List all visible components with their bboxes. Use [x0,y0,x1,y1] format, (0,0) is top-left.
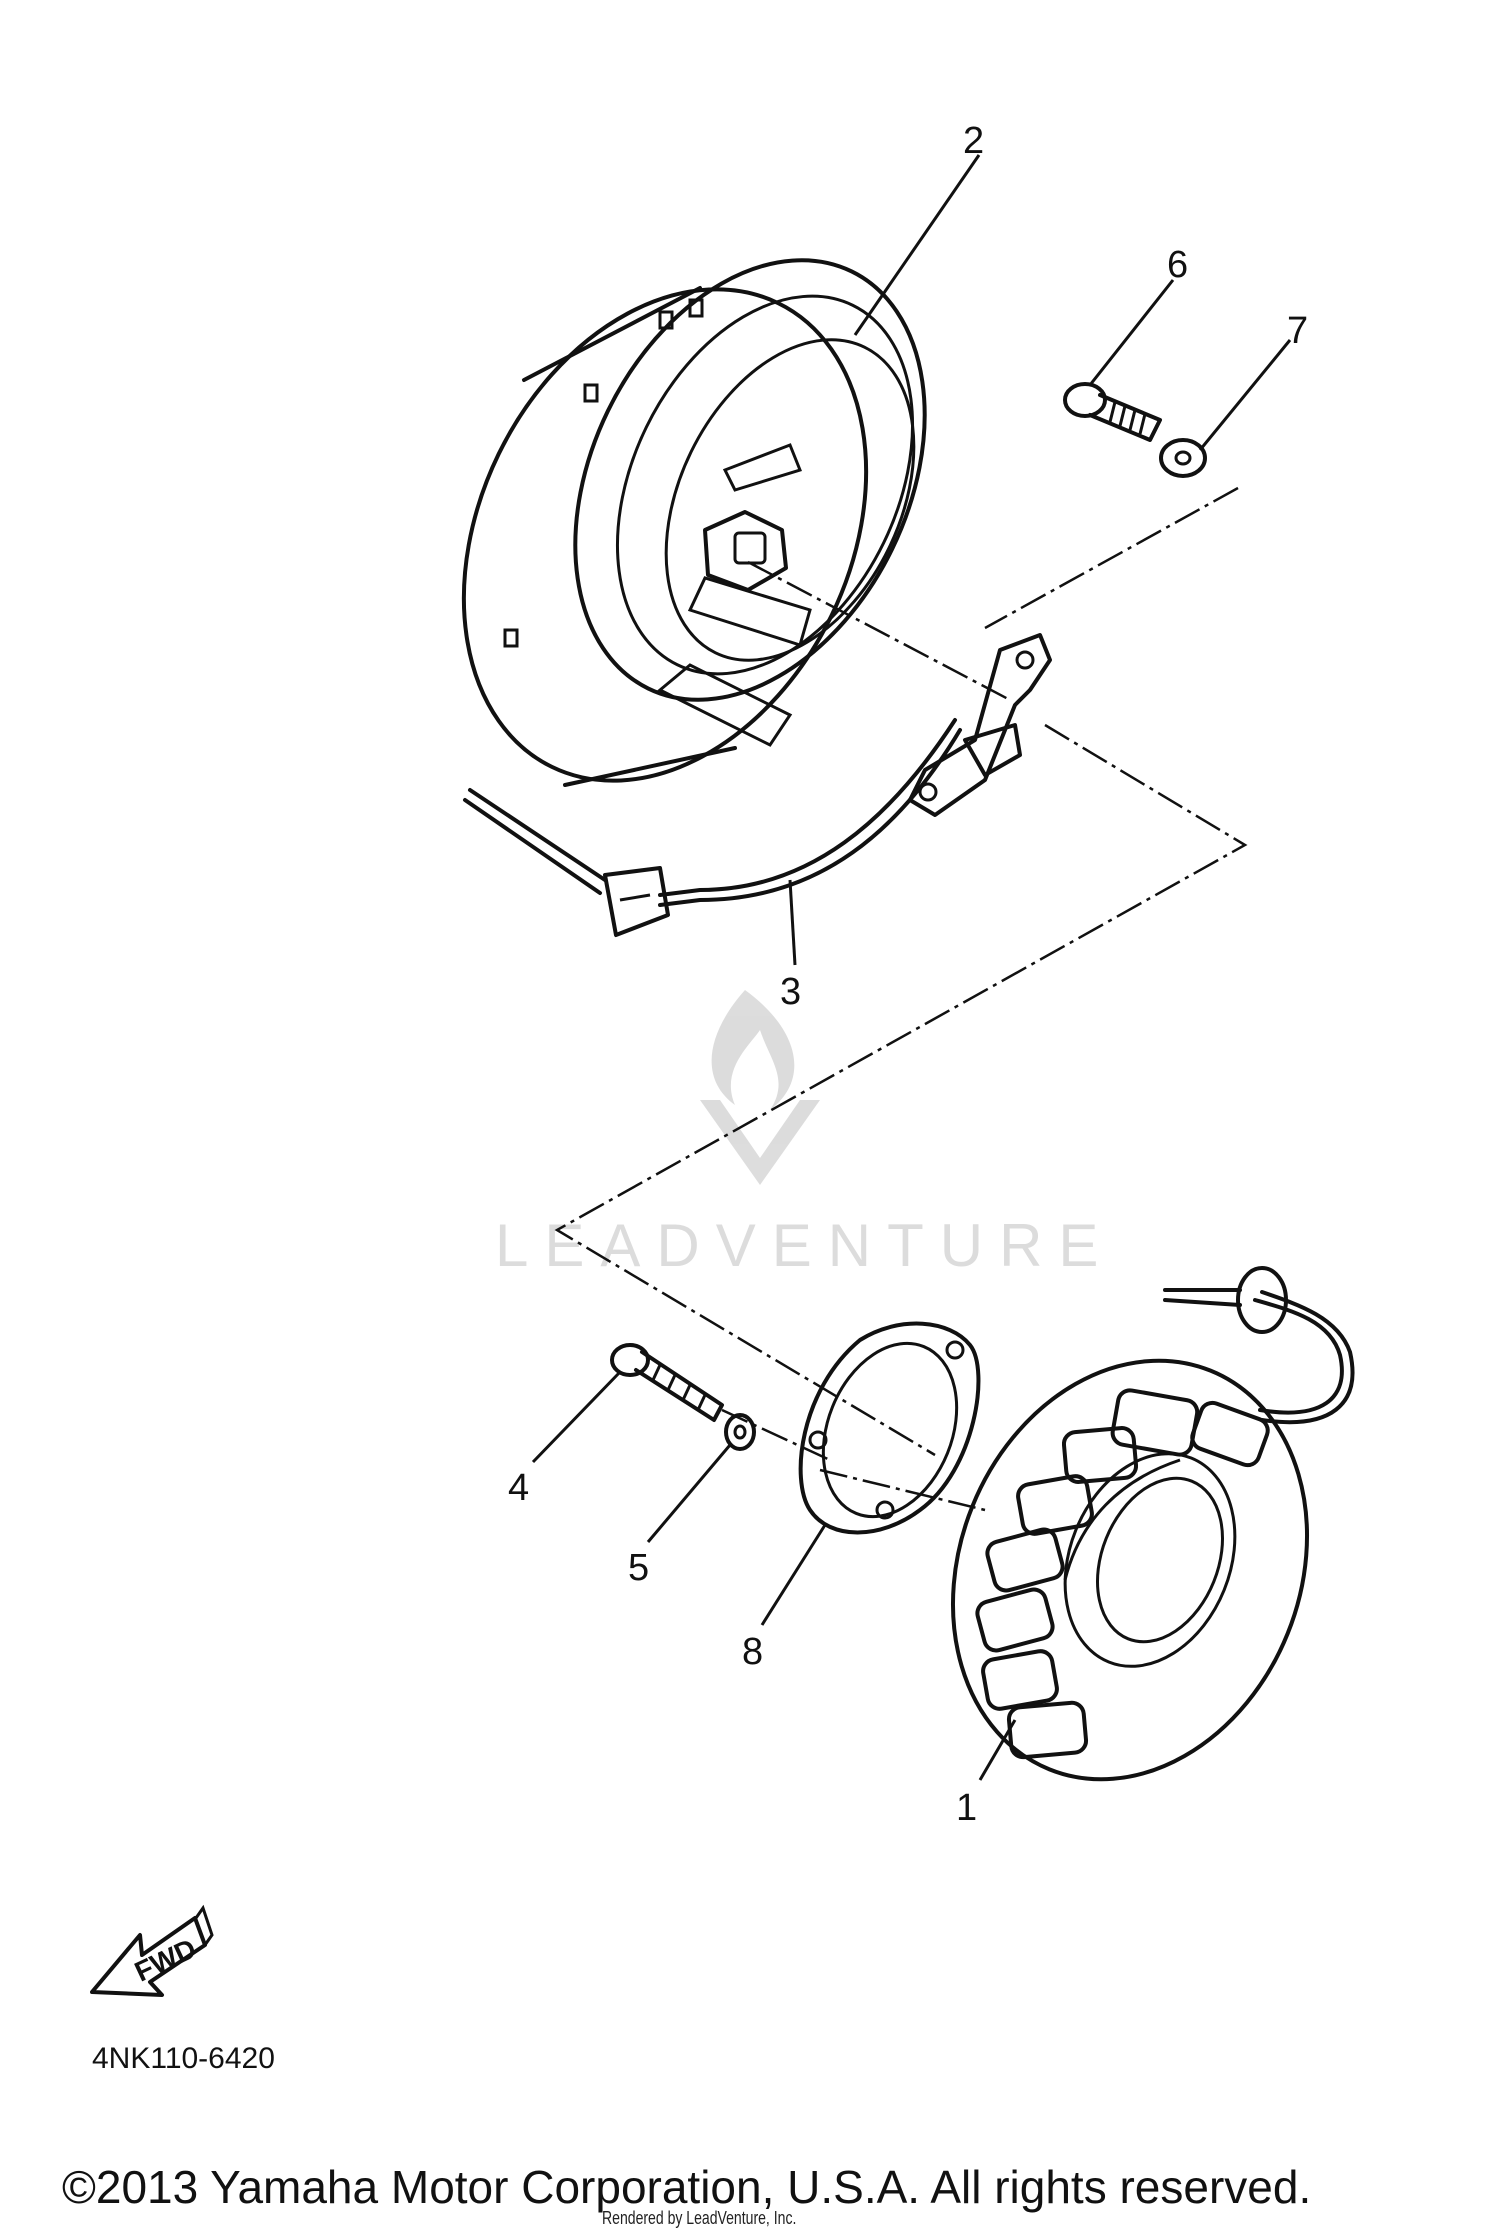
diagram-code: 4NK110-6420 [92,2042,275,2075]
callout-3: 3 [780,971,801,1013]
stator [950,1266,1355,1782]
callout-7: 7 [1287,310,1308,352]
washer-7 [1159,438,1207,478]
rendered-by-text: Rendered by LeadVenture, Inc. [602,2208,797,2228]
washer-5 [724,1413,756,1451]
screw-4 [610,1343,724,1422]
watermark-logo [700,990,820,1185]
callout-2: 2 [963,120,984,162]
copyright-text: ©2013 Yamaha Motor Corporation, U.S.A. A… [62,2161,1312,2213]
callout-4: 4 [508,1467,529,1509]
callout-6: 6 [1167,244,1188,286]
callout-1: 1 [956,1787,977,1829]
callout-5: 5 [628,1547,649,1589]
watermark-text: LEADVENTURE [495,1212,1114,1279]
gasket-8 [798,1321,981,1535]
fwd-arrow-icon: FWD [90,1904,214,1997]
bolt-6 [1063,382,1162,442]
pickup-coil [463,633,1052,937]
flywheel-rotor [461,258,927,787]
leader-lines [531,154,1292,1781]
callout-8: 8 [742,1631,763,1673]
assembly-lines [554,486,1248,1512]
